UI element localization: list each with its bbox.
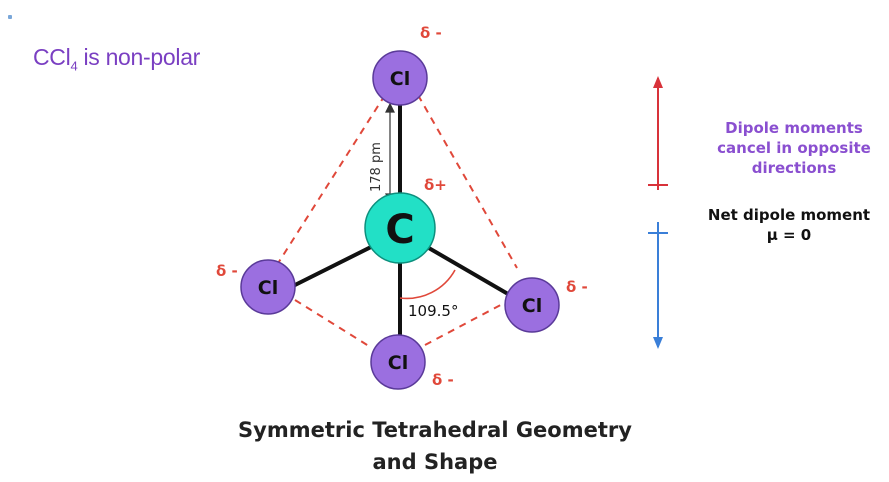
svg-text:C: C xyxy=(385,207,414,253)
atom-bottom: Cl xyxy=(370,334,426,390)
bond-angle-label: 109.5° xyxy=(408,302,458,320)
charge-center: δ+ xyxy=(424,176,447,194)
edge-top-left xyxy=(274,94,386,269)
svg-text:Cl: Cl xyxy=(258,277,278,299)
bond-length-label: 178 pm xyxy=(369,142,384,192)
atom-top: Cl xyxy=(372,50,428,106)
bond-angle-arc xyxy=(399,269,456,300)
edge-bottom-right xyxy=(424,299,511,346)
corner-mark xyxy=(8,15,12,19)
page-title: CCl4 is non-polar xyxy=(33,44,201,74)
svg-text:Cl: Cl xyxy=(522,295,542,317)
atom-right: Cl xyxy=(504,277,560,333)
charge-left: δ - xyxy=(216,262,238,280)
net-dipole-note: Net dipole moment μ = 0 xyxy=(707,206,871,244)
atom-center: C xyxy=(364,192,436,264)
bond-length-marker xyxy=(385,102,395,204)
atom-left: Cl xyxy=(240,259,296,315)
edge-left-bottom xyxy=(294,299,373,349)
dipole-cancel-note: Dipole moments cancel in opposite direct… xyxy=(717,119,871,177)
dipole-arrow-down xyxy=(648,222,668,349)
caption-line-1: Symmetric Tetrahedral Geometry xyxy=(238,418,632,442)
tetrahedron-dashed-edges xyxy=(274,94,518,349)
charge-top: δ - xyxy=(420,24,442,42)
svg-text:Cl: Cl xyxy=(388,352,408,374)
bond-right xyxy=(413,238,517,300)
bond-left xyxy=(284,238,386,292)
svg-text:Cl: Cl xyxy=(390,68,410,90)
charge-bottom: δ - xyxy=(432,371,454,389)
charge-right: δ - xyxy=(566,278,588,296)
bonds xyxy=(284,100,517,340)
dipole-arrow-up xyxy=(648,76,668,190)
caption-line-2: and Shape xyxy=(372,450,498,474)
